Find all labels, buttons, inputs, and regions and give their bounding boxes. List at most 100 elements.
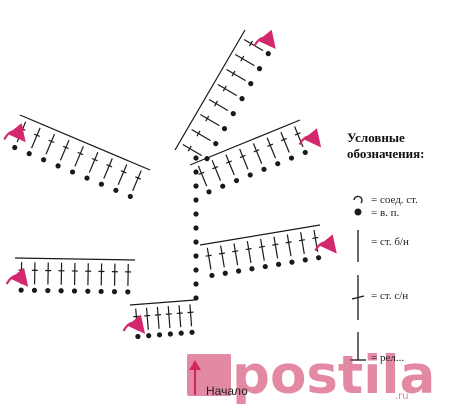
stitch-line <box>281 132 289 152</box>
stem-dot <box>193 253 198 258</box>
slip-stitch-symbol <box>354 196 362 203</box>
petal <box>130 300 195 339</box>
start-label: Начало <box>206 384 248 398</box>
stitch-line <box>274 237 278 259</box>
chain-dot <box>239 96 244 101</box>
stitch-line <box>301 232 305 254</box>
chain-dot <box>248 172 253 177</box>
stem-dot <box>193 281 198 286</box>
chain-dot <box>213 141 218 146</box>
stitch-bar <box>299 240 305 241</box>
stem-dot <box>193 197 198 202</box>
stitch-line <box>157 307 159 329</box>
stitch-line <box>218 85 237 96</box>
legend-label-slip: = соед. ст. <box>371 194 418 206</box>
direction-arrow <box>254 38 270 46</box>
chain-dot <box>128 194 133 199</box>
stitch-line <box>253 143 261 163</box>
petal-spine <box>130 300 195 305</box>
chain-dot <box>236 268 241 273</box>
stitch-line <box>234 243 238 265</box>
petal-spine <box>15 258 135 260</box>
chain-dot <box>99 289 104 294</box>
stitch-line <box>207 248 211 270</box>
stem <box>193 155 198 300</box>
stitch-line <box>227 70 246 81</box>
chain-dot <box>220 184 225 189</box>
chain-dot <box>316 255 321 260</box>
stitch-line <box>136 309 138 331</box>
stitch-line <box>147 308 149 330</box>
stem-dot <box>193 267 198 272</box>
petal <box>190 120 308 194</box>
stitch-line <box>179 305 181 327</box>
petal <box>15 258 135 294</box>
chain-dot <box>249 266 254 271</box>
stitch-line <box>247 241 251 263</box>
stitch-line <box>209 100 228 111</box>
chain-dot <box>41 157 46 162</box>
watermark-domain: .ru <box>395 391 409 402</box>
chain-dot <box>146 333 151 338</box>
petal-spine <box>20 115 150 170</box>
chain-dot <box>70 169 75 174</box>
chain-dot <box>289 260 294 265</box>
stem-dot <box>193 183 198 188</box>
stitch-line <box>240 149 248 169</box>
slip-dot <box>355 209 362 216</box>
stitch-line <box>190 304 192 326</box>
chain-dot <box>84 175 89 180</box>
stitch-line <box>221 246 225 268</box>
stitch-line <box>32 128 41 148</box>
chain-dot <box>275 161 280 166</box>
stitch-line <box>118 165 127 185</box>
legend-label-chain: = в. п. <box>371 207 399 219</box>
chain-dot <box>32 288 37 293</box>
stem-dot <box>193 225 198 230</box>
chain-dot <box>112 289 117 294</box>
stitch-bar <box>286 242 292 243</box>
chain-dot <box>157 332 162 337</box>
chain-dot <box>234 178 239 183</box>
stitch-line <box>133 171 142 191</box>
chain-dot <box>209 273 214 278</box>
stitch-bar <box>219 253 225 254</box>
chain-dot <box>99 182 104 187</box>
stitch-line <box>168 306 170 328</box>
stem-dot <box>193 295 198 300</box>
legend-label-dc: = ст. с/н <box>371 290 408 302</box>
chain-dot <box>289 155 294 160</box>
stitch-line <box>183 145 202 156</box>
stitch-line <box>46 134 55 154</box>
direction-arrow <box>4 131 20 139</box>
stitch-line <box>226 155 234 175</box>
stitch-bar <box>272 244 278 245</box>
chain-dot <box>45 288 50 293</box>
stitch-line <box>267 138 275 158</box>
stitch-line <box>287 235 291 257</box>
petal <box>175 30 271 161</box>
chain-dot <box>72 288 77 293</box>
stitch-line <box>192 130 211 141</box>
stitch-bar <box>206 255 212 256</box>
stitch-line <box>104 158 113 178</box>
chain-dot <box>266 51 271 56</box>
stem-dot <box>193 155 198 160</box>
petal-spine <box>175 30 245 150</box>
stitch-bar <box>232 251 238 252</box>
chain-dot <box>257 66 262 71</box>
chain-dot <box>85 289 90 294</box>
stitch-line <box>235 55 254 66</box>
petal <box>12 115 150 199</box>
legend-title: Условные обозначения: <box>347 130 457 162</box>
stitch-line <box>212 160 220 180</box>
chain-dot <box>206 189 211 194</box>
chain-dot <box>303 257 308 262</box>
chain-dot <box>12 145 17 150</box>
chain-dot <box>231 111 236 116</box>
chain-dot <box>303 150 308 155</box>
chain-dot <box>59 288 64 293</box>
legend-label-relief: = рел... <box>371 352 404 364</box>
chain-dot <box>55 163 60 168</box>
